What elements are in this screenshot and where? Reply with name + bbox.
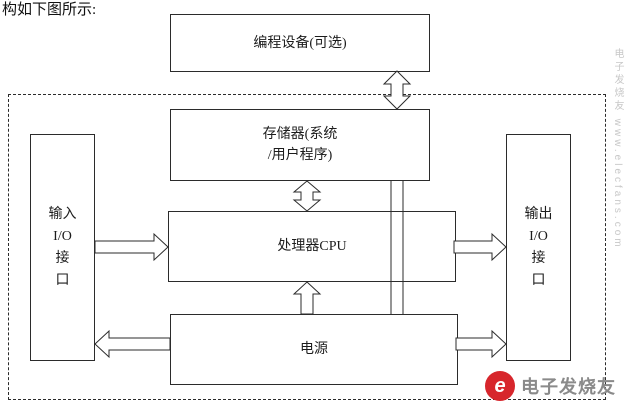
block-power-supply-label: 电源 — [300, 342, 328, 357]
block-output-io-label: 输出 I/O 接 口 — [524, 206, 553, 288]
site-logo-icon: e — [485, 371, 515, 401]
block-cpu: 处理器CPU — [168, 211, 456, 282]
block-power-supply: 电源 — [170, 314, 458, 385]
site-logo: e 电子发烧友 — [485, 371, 616, 401]
block-output-io-interface: 输出 I/O 接 口 — [506, 134, 571, 361]
site-logo-text: 电子发烧友 — [521, 377, 616, 397]
block-memory: 存储器(系统 /用户程序) — [170, 109, 430, 181]
caption-text: 构如下图所示: — [2, 2, 97, 18]
block-memory-label: 存储器(系统 /用户程序) — [262, 127, 338, 163]
watermark-vertical-text: 电子发烧友 www.elecfans.com — [612, 48, 623, 250]
block-input-io-interface: 输入 I/O 接 口 — [30, 134, 95, 361]
block-input-io-label: 输入 I/O 接 口 — [48, 206, 77, 288]
block-cpu-label: 处理器CPU — [277, 239, 347, 254]
block-programming-device: 编程设备(可选) — [170, 14, 430, 72]
block-programming-device-label: 编程设备(可选) — [253, 35, 347, 51]
plc-dashed-boundary — [8, 94, 606, 400]
